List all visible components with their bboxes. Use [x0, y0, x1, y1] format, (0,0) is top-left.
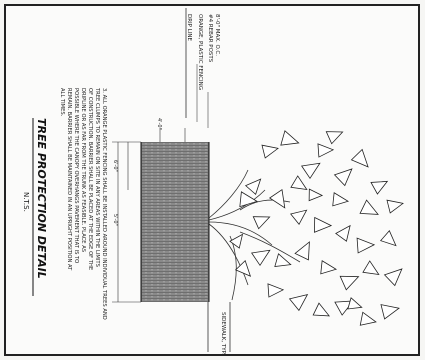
dimension-lines: [112, 128, 186, 303]
leaf-triangle: [301, 162, 321, 180]
leaf-triangle: [379, 229, 397, 247]
leaf-triangle: [386, 199, 404, 214]
leaf-triangle: [312, 302, 331, 317]
leaf-triangle: [335, 224, 351, 242]
leaf-triangle: [332, 192, 350, 207]
note-line: TREE CLUMPS TO REMAIN ON SITE IN ANY ARE…: [94, 87, 100, 267]
sidewalk-label: SIDEWALK, TYP.: [220, 312, 226, 355]
leaf-triangle: [261, 144, 279, 159]
leaf-triangle: [317, 143, 335, 158]
drawing-sheet: [4, 4, 420, 356]
leaf-triangle: [251, 249, 271, 267]
leaf-triangle: [339, 275, 360, 291]
note-line: POSSIBLE WHERE THE CANOPY OVERHANGS PAVE…: [73, 88, 79, 263]
note-line: OF CONSTRUCTION. BARRIER SHALL BE PLACED…: [87, 88, 93, 270]
leaf-triangle: [362, 260, 380, 276]
leaf-triangle: [356, 237, 376, 254]
note-line: DRIPLINE OR AS FAR FROM THE TRUNK AS FEA…: [80, 88, 86, 252]
leaf-triangle: [294, 241, 310, 261]
leaf-triangle: [268, 189, 286, 209]
leaf-triangle: [290, 209, 308, 225]
rebar-label: #4 REBAR POSTS: [207, 14, 213, 63]
leaf-triangle: [274, 253, 292, 267]
leaf-triangle: [288, 293, 309, 312]
leaf-triangle: [239, 191, 259, 208]
note-line: ALL TIMES.: [59, 88, 65, 117]
leaf-triangle: [267, 283, 285, 298]
dimension-top: 6'-0": [112, 160, 118, 172]
rebar-spacing-label: 8'-0" MAX. O.C.: [214, 14, 220, 56]
notes-block: 3. ALL ORANGE PLASTIC FENCING SHALL BE I…: [59, 87, 107, 320]
leaf-triangle: [325, 131, 344, 145]
drawing-title: TREE PROTECTION DETAIL: [35, 118, 48, 279]
leaf-triangle: [380, 304, 400, 320]
tree-canopy: [229, 130, 404, 326]
leaf-triangle: [350, 148, 369, 168]
note-line: 3. ALL ORANGE PLASTIC FENCING SHALL BE I…: [101, 88, 107, 320]
leaf-triangle: [347, 297, 363, 310]
orange-fencing-barrier: [140, 142, 210, 302]
leaf-triangle: [290, 175, 308, 191]
leaf-triangle: [320, 260, 338, 275]
leaf-triangle: [370, 180, 389, 195]
leaf-triangle: [280, 130, 300, 146]
leaf-triangle: [333, 168, 353, 187]
leaf-triangle: [334, 300, 355, 316]
drawing-scale: N.T.S.: [22, 192, 30, 212]
leaf-triangle: [314, 216, 333, 233]
note-line: REMAIN. BARRIER SHALL BE MAINTAINED IN A…: [66, 88, 72, 271]
leaf-triangle: [359, 311, 377, 326]
leaf-triangle: [244, 178, 262, 196]
leaf-triangle: [234, 259, 252, 277]
leaf-triangle: [308, 188, 324, 202]
drip-line-label: DRIP LINE: [186, 14, 192, 42]
leaf-triangle: [359, 199, 379, 215]
leaf-triangle: [252, 216, 271, 230]
leaf-triangle: [383, 268, 403, 287]
dimension-mid: 4'-0": [156, 118, 162, 130]
leaf-triangle: [229, 233, 244, 249]
fencing-label: ORANGE, PLASTIC FENCING: [197, 14, 203, 90]
dimension-width: 5'-0": [112, 214, 118, 226]
